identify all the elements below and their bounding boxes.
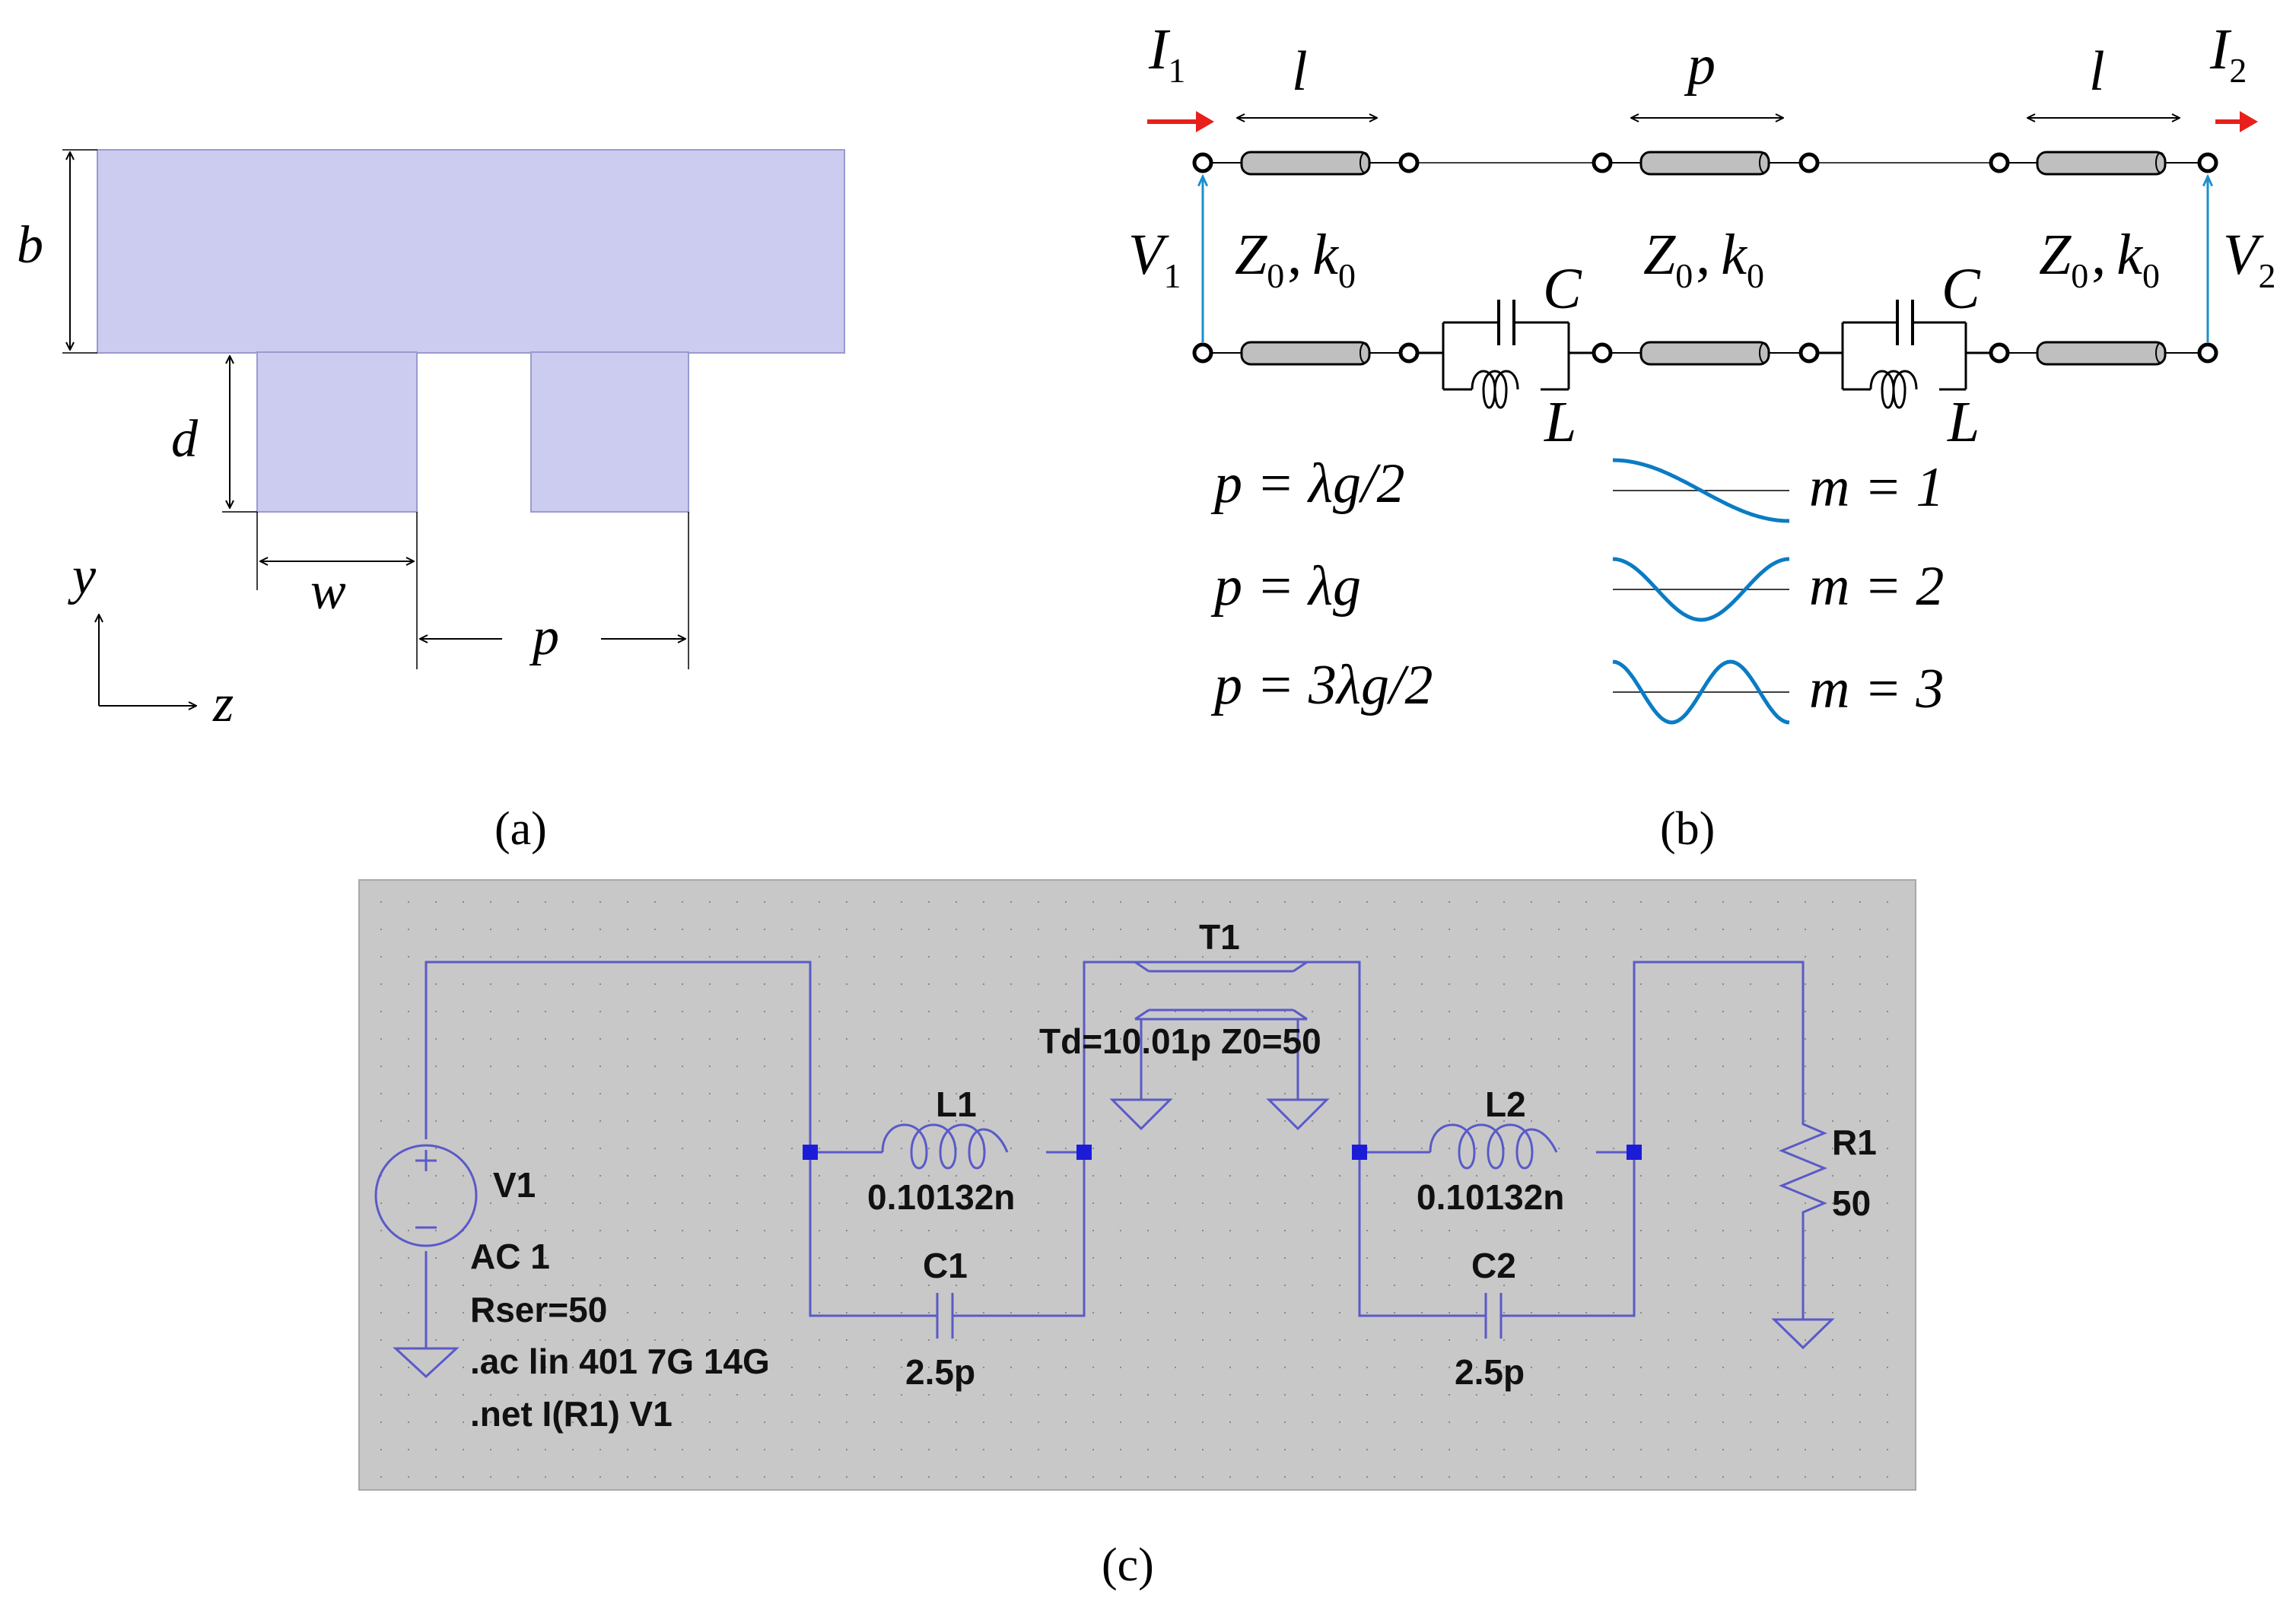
y-axis-label: y xyxy=(68,547,97,605)
c-label-2: C xyxy=(1941,257,1981,321)
l-label-left: l xyxy=(1292,40,1308,103)
bottom-terminals xyxy=(1192,342,2218,364)
inductor-l1 xyxy=(881,1123,1009,1170)
resistor-r1 xyxy=(1779,1114,1827,1226)
ground-symbols xyxy=(393,1065,1835,1379)
tline-bottom-3 xyxy=(2036,341,2167,366)
mode-m-2: m = 2 xyxy=(1809,555,1944,618)
junction-nodes xyxy=(803,1145,1642,1160)
tline-t1 xyxy=(1134,961,1308,1065)
grating-tooth-1 xyxy=(256,351,418,513)
capacitor-c1 xyxy=(936,1293,954,1339)
v1-label: V1 xyxy=(1128,223,1181,295)
r1-value: 50 xyxy=(1832,1183,1871,1223)
tline-bottom-2 xyxy=(1639,341,1770,366)
l-label-2: L xyxy=(1947,390,1980,454)
v1-name: V1 xyxy=(493,1165,536,1205)
i2-label: I2 xyxy=(2209,17,2247,90)
c2-value: 2.5p xyxy=(1455,1352,1525,1392)
v1-line-rser: Rser=50 xyxy=(470,1290,607,1329)
tline-top-3 xyxy=(2036,151,2167,176)
voltage-source-v1 xyxy=(374,1144,478,1247)
p-label-a: p xyxy=(529,608,559,666)
mode-m-1: m = 1 xyxy=(1809,456,1944,519)
caption-b: (b) xyxy=(1660,803,1715,855)
l2-value: 0.10132n xyxy=(1417,1177,1564,1217)
b-label: b xyxy=(17,216,43,275)
lc-resonator-1 xyxy=(1409,300,1602,409)
l1-name: L1 xyxy=(936,1085,977,1124)
tline-top-2 xyxy=(1639,151,1770,176)
z0k0-label-3: Z0,k0 xyxy=(2039,223,2160,295)
panel-b: l p l I1 I2 V1 V2 Z0,k0 Z0,k0 Z0,k0 C L … xyxy=(1128,17,2275,855)
capacitor-c2 xyxy=(1484,1293,1503,1339)
r1-name: R1 xyxy=(1832,1123,1877,1162)
z-axis-label: z xyxy=(212,675,234,733)
schematic-background xyxy=(358,879,1916,1491)
c2-name: C2 xyxy=(1471,1246,1516,1285)
mode-wave-2 xyxy=(1612,557,1790,622)
v2-label: V2 xyxy=(2223,223,2275,295)
grating-tooth-2 xyxy=(530,351,689,513)
p-label-b: p xyxy=(1684,34,1716,97)
mode-wave-3 xyxy=(1612,659,1790,725)
v1-line-ac-cmd: .ac lin 401 7G 14G xyxy=(470,1342,770,1381)
v1-line-net-cmd: .net I(R1) V1 xyxy=(470,1394,673,1434)
c-label-1: C xyxy=(1543,257,1582,321)
schematic-grid xyxy=(380,901,1888,1478)
l-label-1: L xyxy=(1544,390,1576,454)
mode-eq-3: p = 3λg/2 xyxy=(1210,654,1433,716)
mode-eq-1: p = λg/2 xyxy=(1210,453,1405,515)
c1-name: C1 xyxy=(923,1246,968,1285)
t1-value: Td=10.01p Z0=50 xyxy=(1039,1021,1321,1061)
t1-name: T1 xyxy=(1199,917,1240,957)
mode-wave-1 xyxy=(1612,458,1790,523)
c1-value: 2.5p xyxy=(905,1352,975,1392)
mode-m-3: m = 3 xyxy=(1809,658,1944,720)
inductor-l2 xyxy=(1429,1123,1558,1170)
v1-line-ac: AC 1 xyxy=(470,1237,550,1276)
grating-base xyxy=(97,149,845,354)
i1-label: I1 xyxy=(1148,17,1185,90)
d-label: d xyxy=(171,410,199,468)
l-label-right: l xyxy=(2089,40,2105,103)
tline-top-1 xyxy=(1240,151,1371,176)
l1-value: 0.10132n xyxy=(867,1177,1015,1217)
caption-c: (c) xyxy=(1102,1539,1154,1591)
z0k0-label-2: Z0,k0 xyxy=(1643,223,1764,295)
top-terminals xyxy=(1192,152,2218,173)
tline-bottom-1 xyxy=(1240,341,1371,366)
l2-name: L2 xyxy=(1485,1085,1526,1124)
mode-eq-2: p = λg xyxy=(1210,555,1361,618)
z0k0-label-1: Z0,k0 xyxy=(1235,223,1356,295)
panel-a: b d w p y z (a) xyxy=(17,149,845,855)
caption-a: (a) xyxy=(494,803,547,855)
w-label: w xyxy=(310,562,346,621)
panel-c: V1 AC 1 Rser=50 .ac lin 401 7G 14G .net … xyxy=(358,879,1916,1591)
